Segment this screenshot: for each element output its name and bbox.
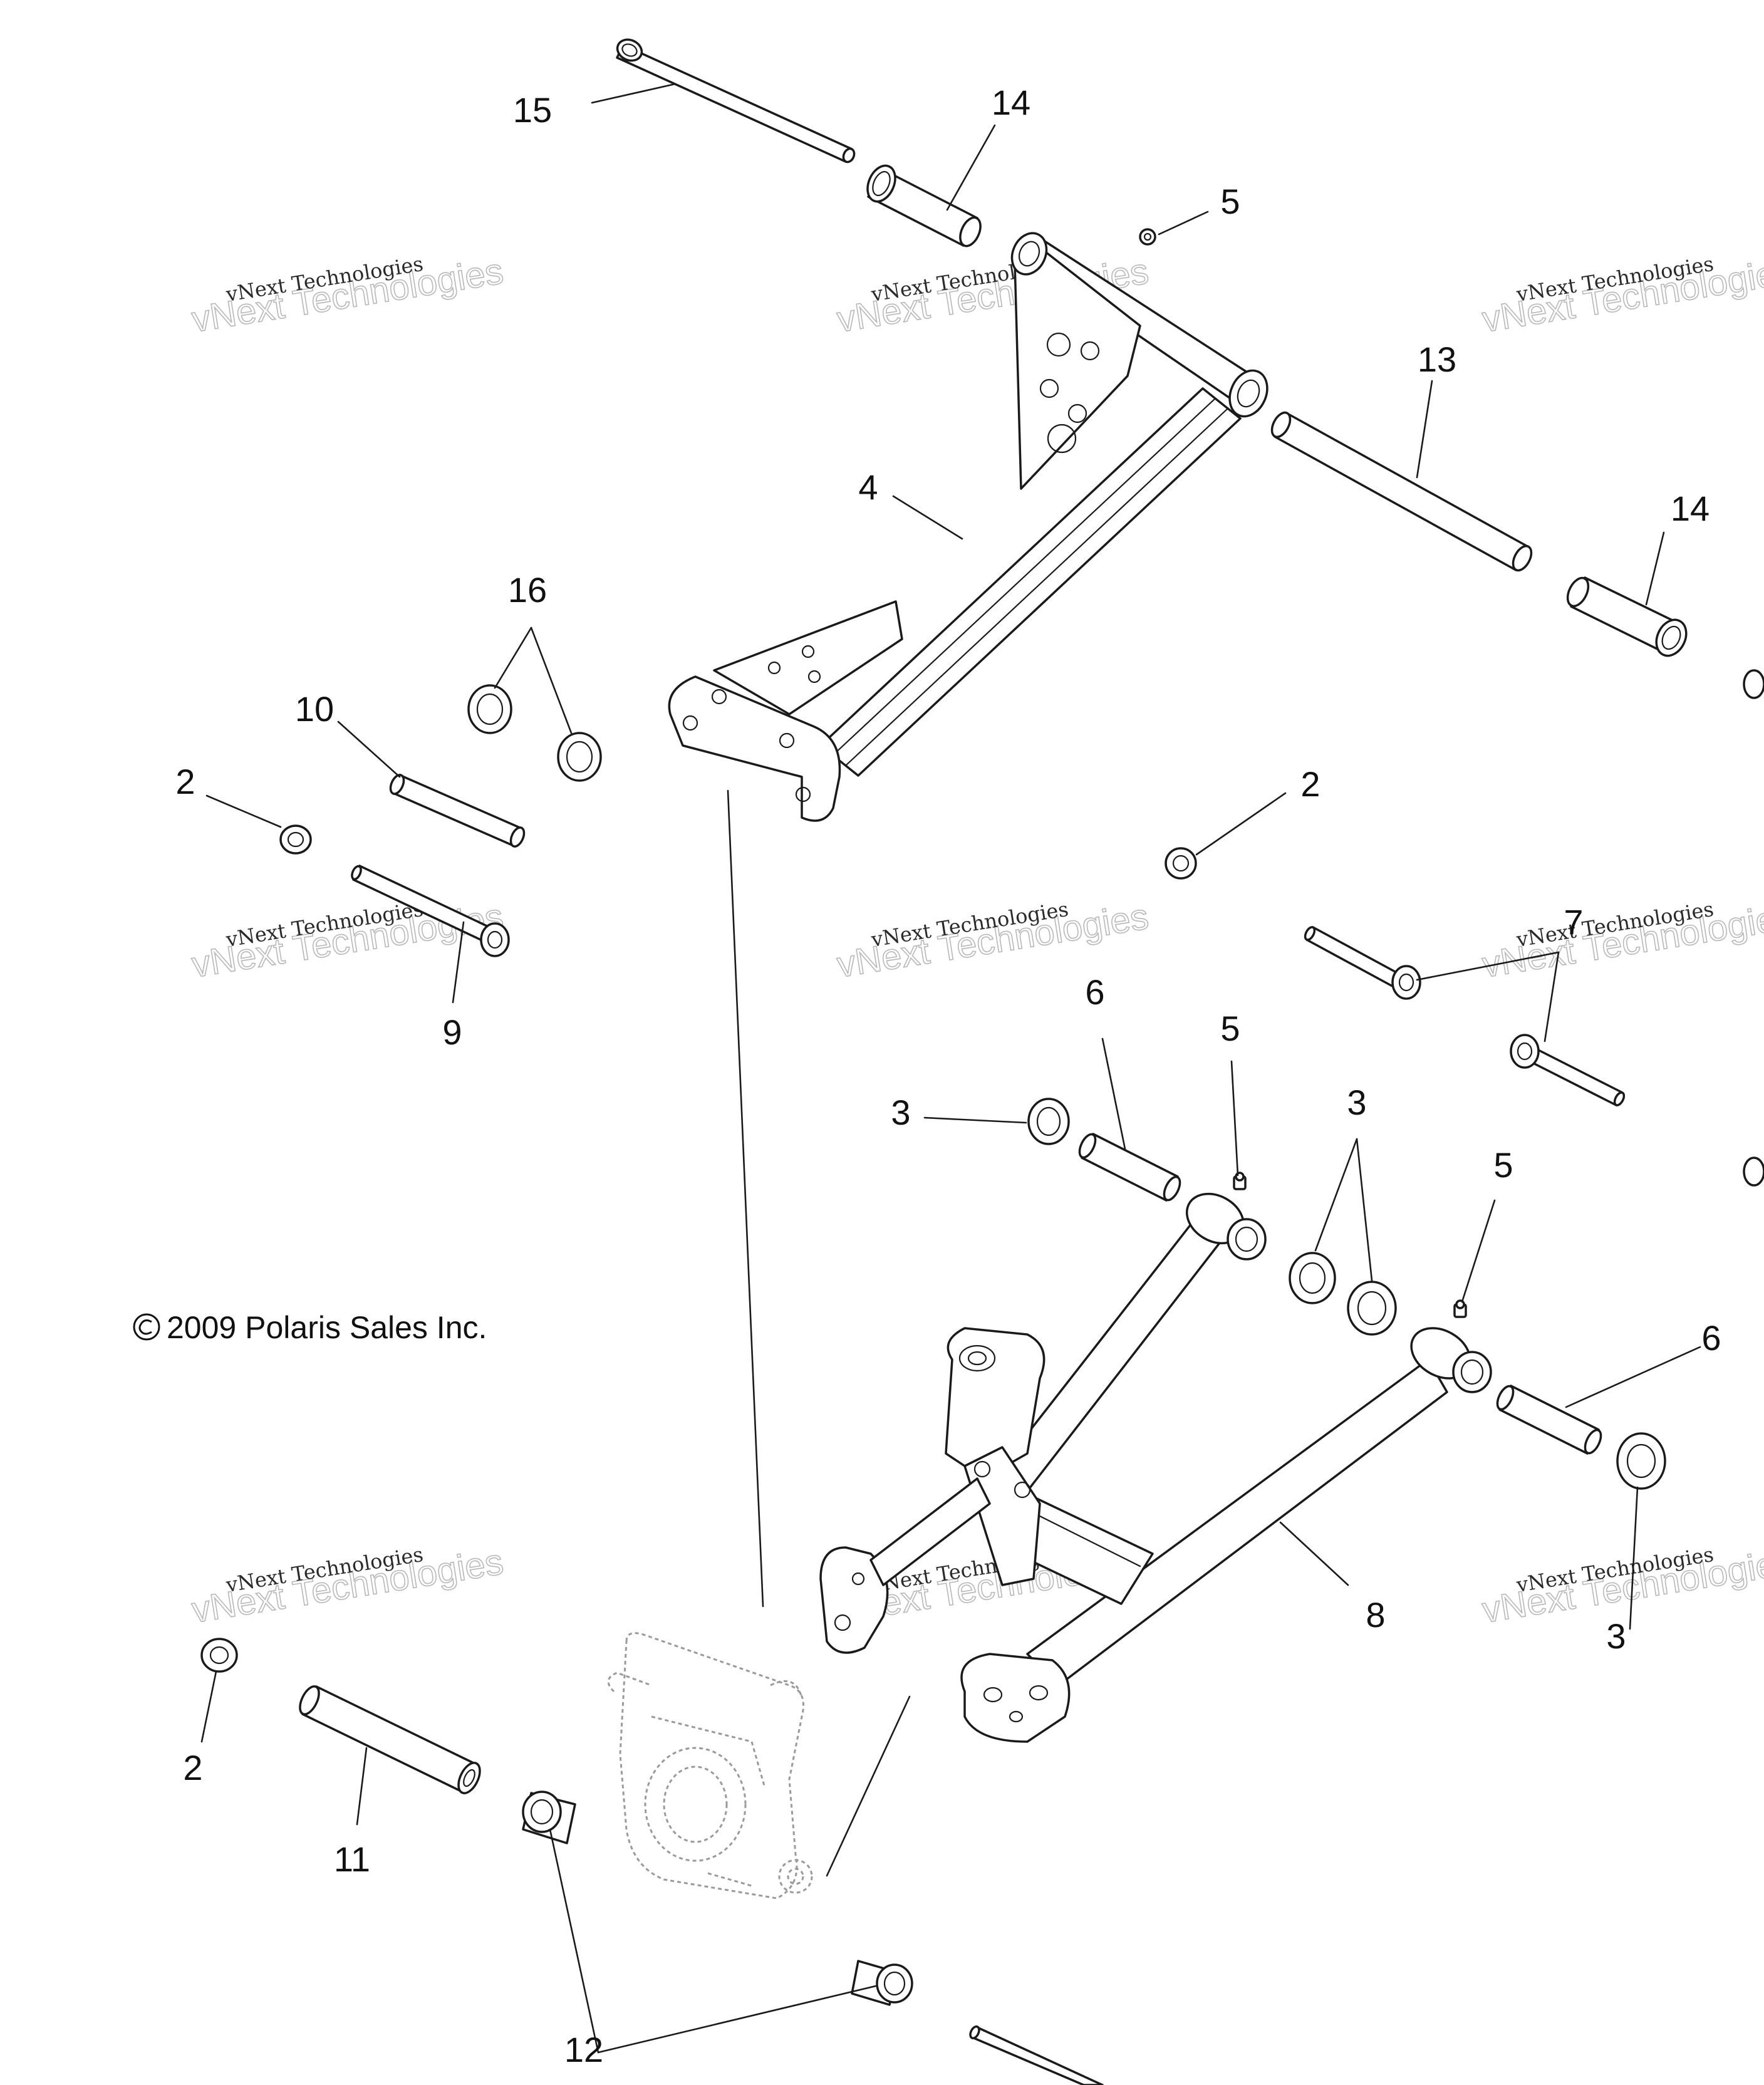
- watermark: vNext Technologies vNext Technologies: [1479, 250, 1764, 340]
- part-3-bushing-left: [1027, 1098, 1070, 1145]
- part-3-bushings-middle: [1289, 1252, 1397, 1336]
- part-13-pivot-tube: [1270, 411, 1533, 572]
- callout-8: 8: [1366, 1595, 1385, 1635]
- callout-5: 5: [1220, 182, 1240, 221]
- copyright-icon-glyph: [138, 1319, 152, 1335]
- part-7-bolt-upper: [1304, 926, 1421, 1000]
- part-14-bushing-right: [1566, 576, 1688, 657]
- callout-11: 11: [334, 1839, 370, 1879]
- part-7-bolt-lower: [1510, 1034, 1626, 1106]
- copyright-notice: 2009 Polaris Sales Inc.: [133, 1310, 487, 1345]
- callout-13: 13: [1418, 340, 1456, 379]
- callout-16: 16: [508, 570, 547, 610]
- callout-5: 5: [1220, 1009, 1240, 1048]
- part-12-bushings: [522, 1791, 913, 2006]
- callout-2: 2: [183, 1748, 202, 1787]
- callout-3: 3: [1347, 1083, 1366, 1122]
- watermark: vNext Technologies vNext Technologies: [1479, 895, 1764, 985]
- callout-2: 2: [1300, 764, 1320, 804]
- part-4-upper-a-arm: [668, 232, 1269, 822]
- watermark: vNext Technologies vNext Technologies: [189, 895, 506, 985]
- watermark: vNext Technologies vNext Technologies: [189, 1541, 506, 1631]
- part-6-sleeve-lower: [1496, 1385, 1602, 1455]
- assembly-lines: [727, 789, 911, 1877]
- callout-7: 7: [1564, 902, 1583, 942]
- part-5-grease-fitting-top: [1139, 228, 1156, 246]
- callout-6: 6: [1085, 972, 1104, 1012]
- callout-6: 6: [1701, 1318, 1721, 1358]
- ghost-knuckle: [607, 1632, 813, 1900]
- callout-5: 5: [1493, 1145, 1513, 1185]
- part-2-nut-middle: [1165, 847, 1197, 880]
- copyright-icon: [133, 1313, 160, 1341]
- part-6-sleeve-upper: [1078, 1133, 1181, 1202]
- callout-3: 3: [1606, 1616, 1626, 1656]
- callout-3: 3: [891, 1093, 910, 1132]
- callout-4: 4: [858, 467, 878, 507]
- offpage-part-fragments: [1743, 669, 1764, 1187]
- watermark: vNext Technologies vNext Technologies: [1479, 1541, 1764, 1631]
- part-11-sleeve: [299, 1685, 481, 1794]
- callout-12: 12: [564, 2030, 603, 2069]
- part-15-bolt: [616, 38, 856, 164]
- callout-labels: 15 14 5 13 14 4 16 10 2 2 9 7 6 5 3 3 5 …: [175, 83, 1721, 2069]
- part-5-grease-fitting-middle: [1233, 1172, 1247, 1190]
- watermark: vNext Technologies vNext Technologies: [834, 895, 1151, 985]
- part-9-bolt: [351, 865, 510, 957]
- watermark: vNext Technologies vNext Technologies: [189, 250, 506, 340]
- copyright-text: 2009 Polaris Sales Inc.: [167, 1310, 487, 1345]
- part-3-bushing-right: [1616, 1432, 1666, 1490]
- leader-lines: [200, 83, 1701, 2054]
- callout-10: 10: [295, 689, 334, 729]
- part-8-lower-a-arm: [819, 1192, 1492, 1743]
- part-2-nut-bottom: [200, 1638, 238, 1673]
- callout-14: 14: [992, 83, 1030, 122]
- offpage-tie-rod-fragment: [969, 2025, 1104, 2085]
- callout-2: 2: [175, 762, 195, 801]
- part-16-bushings: [467, 684, 602, 782]
- callout-15: 15: [513, 90, 552, 130]
- callout-14: 14: [1671, 489, 1710, 528]
- part-2-nut-left: [279, 824, 312, 855]
- part-14-bushing-top: [866, 164, 982, 247]
- callout-9: 9: [442, 1012, 462, 1052]
- part-10-sleeve: [389, 774, 526, 848]
- part-5-grease-fitting-right: [1453, 1299, 1467, 1318]
